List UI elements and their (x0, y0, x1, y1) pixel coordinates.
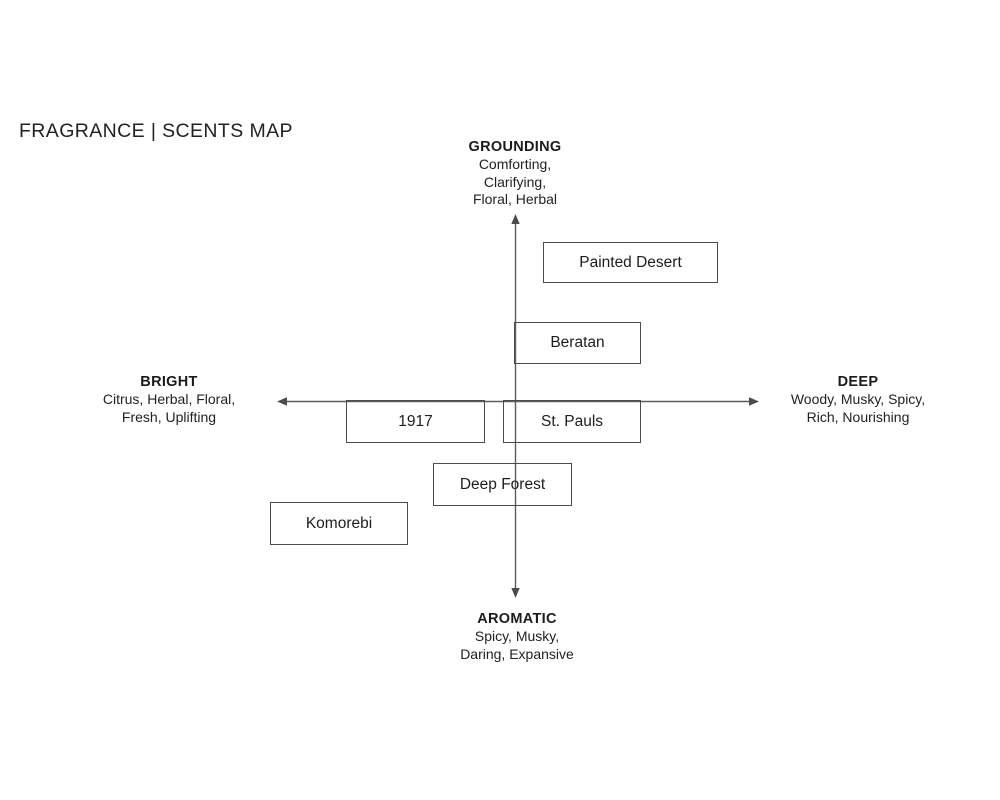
axis-descriptor: Comforting, (478, 156, 552, 172)
axis-label-grounding: GROUNDING Comforting, Clarifying, Floral… (469, 138, 562, 209)
axis-descriptor: Spicy, Musky, (474, 628, 560, 644)
axis-descriptor: Clarifying, (483, 173, 547, 190)
axis-label-deep: DEEP Woody, Musky, Spicy, Rich, Nourishi… (791, 373, 925, 426)
axis-label-aromatic: AROMATIC Spicy, Musky, Daring, Expansive (460, 610, 574, 663)
axis-descriptor: Daring, Expansive (460, 645, 574, 662)
arrow-up-icon (511, 214, 520, 224)
scent-box-beratan: Beratan (514, 322, 641, 364)
scent-box-st-pauls: St. Pauls (503, 400, 641, 443)
arrow-left-icon (277, 397, 287, 406)
axis-label-bright: BRIGHT Citrus, Herbal, Floral, Fresh, Up… (103, 373, 235, 426)
axis-pole-title: GROUNDING (468, 139, 562, 155)
axis-descriptor: Rich, Nourishing (806, 408, 910, 425)
arrow-down-icon (511, 588, 520, 598)
axis-pole-title: DEEP (837, 374, 879, 390)
arrow-right-icon (749, 397, 759, 406)
axis-descriptor: Fresh, Uplifting (121, 408, 217, 425)
scent-box-deep-forest: Deep Forest (433, 463, 572, 506)
page-title: FRAGRANCE | SCENTS MAP (19, 120, 293, 142)
scent-box-1917: 1917 (346, 400, 485, 443)
axis-descriptor: Woody, Musky, Spicy, (790, 391, 926, 407)
axis-pole-title: BRIGHT (140, 374, 198, 390)
axis-pole-title: AROMATIC (477, 611, 557, 627)
scent-box-komorebi: Komorebi (270, 502, 408, 545)
axis-descriptor: Citrus, Herbal, Floral, (102, 391, 236, 407)
axis-descriptor: Floral, Herbal (472, 191, 558, 207)
scent-box-painted-desert: Painted Desert (543, 242, 718, 283)
